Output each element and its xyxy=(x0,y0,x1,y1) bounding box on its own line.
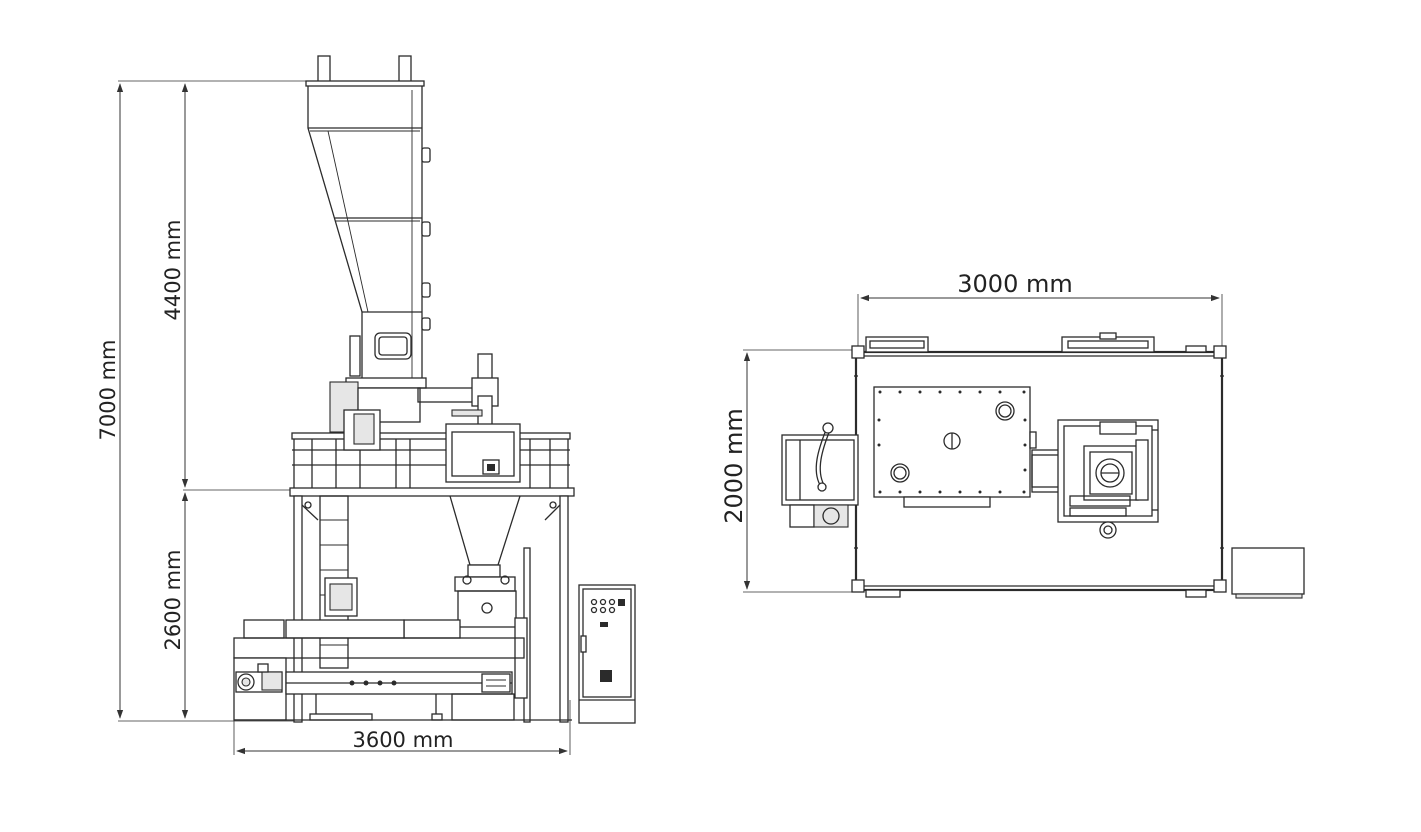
upper-height-label: 4400 mm xyxy=(161,219,185,320)
total-height-label: 7000 mm xyxy=(96,339,120,440)
front-width-label: 3600 mm xyxy=(352,728,453,752)
top-bagging-head xyxy=(1031,419,1159,539)
top-hopper xyxy=(873,386,1037,508)
top-frame xyxy=(851,332,1227,598)
front-dimensions: 7000 mm 4400 mm 2600 mm 3600 mm xyxy=(96,80,571,755)
top-depth-label: 2000 mm xyxy=(720,408,748,523)
top-view: 3000 mm 2000 mm xyxy=(720,270,1305,599)
front-view: 7000 mm 4400 mm 2600 mm 3600 mm xyxy=(96,55,636,755)
top-dimensions: 3000 mm 2000 mm xyxy=(720,270,1223,593)
control-cabinet xyxy=(578,584,636,724)
lower-height-label: 2600 mm xyxy=(161,549,185,650)
hopper xyxy=(305,55,499,433)
top-control-cabinet xyxy=(1231,547,1305,599)
platform xyxy=(289,409,575,509)
top-conveyor xyxy=(781,422,859,528)
top-width-label: 3000 mm xyxy=(957,270,1072,298)
conveyor xyxy=(233,619,572,721)
